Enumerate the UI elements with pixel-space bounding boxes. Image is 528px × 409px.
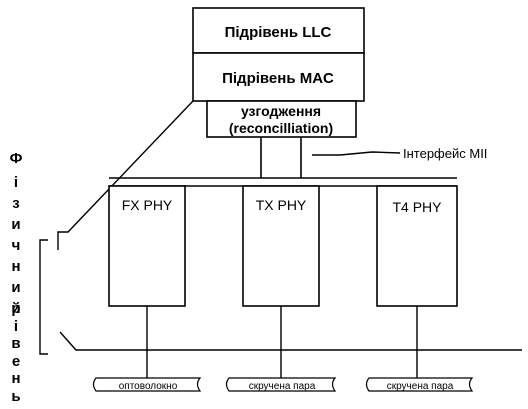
twisted-pair-1-label: скручена пара — [249, 381, 316, 392]
physical-layer-vertical-word2: р і в е н ь — [9, 300, 23, 405]
vlabel-letter: ч — [12, 237, 21, 254]
vlabel-letter: й — [11, 300, 20, 317]
mii-pointer — [312, 151, 401, 156]
vlabel-letter: е — [11, 352, 21, 370]
physical-layer-bracket — [39, 239, 48, 355]
t4-phy-label: T4 PHY — [392, 199, 442, 215]
t4-phy-box — [376, 185, 458, 307]
vlabel-letter: н — [11, 370, 21, 387]
vlabel-letter: и — [11, 279, 20, 296]
tx-phy-box — [242, 185, 320, 307]
vlabel-letter: н — [11, 258, 20, 275]
physical-layer-lower-boundary — [59, 331, 522, 351]
llc-box — [192, 7, 365, 54]
mac-box — [192, 52, 365, 102]
twisted-pair-2-connector — [365, 377, 474, 392]
fx-phy-label: FX PHY — [122, 197, 173, 213]
tx-phy-label: TX PHY — [256, 197, 307, 213]
vlabel-letter: і — [14, 174, 18, 191]
vlabel-letter: і — [13, 317, 19, 335]
vlabel-letter: в — [11, 335, 21, 352]
reconciliation-box — [206, 100, 357, 138]
fiber-connector — [92, 377, 202, 392]
llc-label: Підрівень LLC — [225, 24, 332, 41]
twisted-pair-2-label: скручена пара — [387, 381, 454, 392]
physical-layer-vertical-label: Ф і з и ч н и й р — [10, 150, 23, 317]
physical-layer-pointer — [57, 100, 194, 250]
fx-phy-box — [108, 185, 186, 307]
twisted-pair-1-connector — [225, 377, 337, 392]
mii-interface-label: Інтерфейс MII — [403, 146, 487, 161]
vlabel-letter: Ф — [10, 150, 23, 167]
mac-label: Підрівень MAC — [222, 70, 334, 87]
vlabel-letter: р — [11, 300, 21, 317]
vlabel-letter: ь — [11, 387, 21, 405]
fiber-label: оптоволокно — [119, 381, 178, 392]
vlabel-letter: и — [11, 216, 20, 233]
reconciliation-label-line2: (reconcilliation) — [229, 120, 333, 136]
reconciliation-label-line1: узгодження — [241, 103, 321, 119]
vlabel-letter: з — [12, 195, 19, 212]
